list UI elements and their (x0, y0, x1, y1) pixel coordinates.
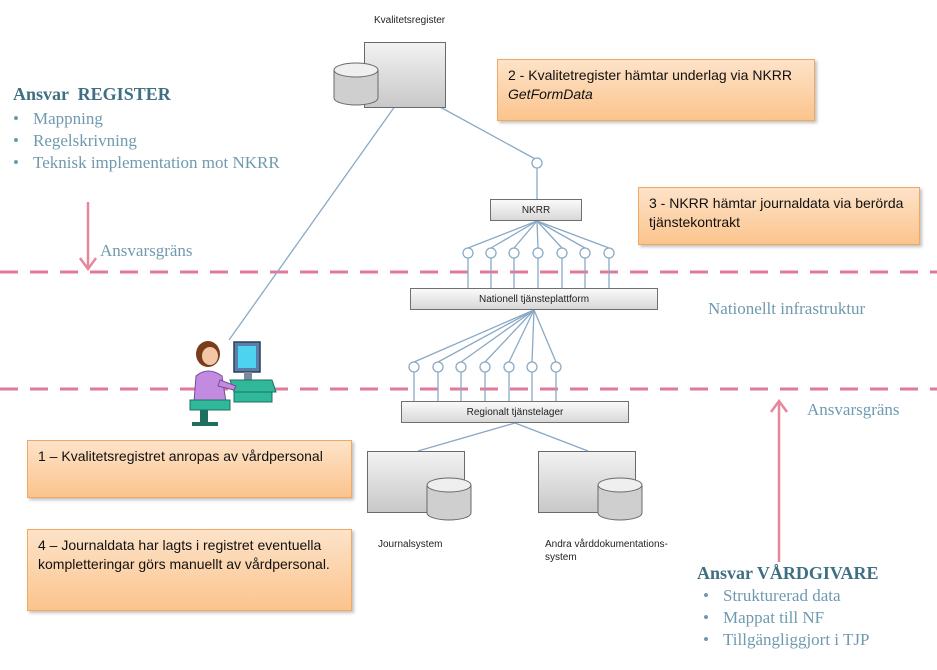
kvalitetsregister-label: Kvalitetsregister (374, 15, 446, 26)
connector-port (556, 247, 568, 259)
wire-nkrr-port (536, 220, 610, 249)
wire-nkrr-port (536, 220, 563, 249)
wire-rtl-journalsystem (417, 422, 516, 452)
wire-nkrr-port (536, 220, 539, 249)
wire-register-user (228, 91, 406, 341)
responsibility-boundaries (0, 270, 937, 391)
ansvarsgrans-bottom-label: Ansvarsgräns (807, 400, 900, 419)
arrow-down-register (78, 202, 98, 272)
connector-port (550, 361, 562, 373)
wire-ntp-port (533, 309, 557, 363)
register-list: •Mappning •Regelskrivning •Teknisk imple… (13, 108, 280, 174)
wire-ntp-port (437, 309, 535, 363)
callout-step-2-method: GetFormData (508, 86, 593, 102)
list-item: •Tillgängliggjort i TJP (703, 630, 870, 649)
connector-port (603, 247, 615, 259)
vardgivare-title: Ansvar VÅRDGIVARE (697, 563, 879, 583)
list-item: •Regelskrivning (13, 131, 137, 150)
list-item: •Mappat till NF (703, 608, 825, 627)
connector-port (532, 247, 544, 259)
register-title: Ansvar REGISTER (13, 84, 171, 104)
database-icon (333, 62, 379, 106)
connector-port (408, 361, 420, 373)
list-item: •Mappning (13, 109, 103, 128)
connector-port (526, 361, 538, 373)
wire-ntp-port (484, 309, 535, 363)
nationellt-infrastruktur-label: Nationellt infrastruktur (708, 299, 866, 318)
bullet-icon: • (703, 630, 709, 649)
wire-ntp-port (460, 309, 535, 363)
connector-port (579, 247, 591, 259)
list-item: •Teknisk implementation mot NKRR (13, 153, 280, 172)
callout-step-4-text: 4 – Journaldata har lagts i registret ev… (38, 537, 330, 572)
bullet-icon: • (703, 608, 709, 627)
callout-step-2: 2 - Kvalitetregister hämtar underlag via… (497, 59, 815, 121)
bullet-icon: • (13, 109, 19, 128)
boundary-arrows (78, 202, 789, 562)
register-responsibility: Ansvar REGISTER •Mappning •Regelskrivnin… (13, 84, 280, 174)
callout-step-3: 3 - NKRR hämtar journaldata via berörda … (638, 187, 920, 245)
wire-ntp-port (531, 309, 535, 363)
ntp-node: Nationell tjänsteplattform (410, 288, 658, 310)
journalsystem-label: Journalsystem (378, 539, 443, 550)
callout-step-2-text: 2 - Kvalitetregister hämtar underlag via… (508, 67, 793, 83)
healthcare-worker-icon (189, 341, 277, 426)
vardgivare-list: •Strukturerad data •Mappat till NF •Till… (703, 585, 879, 651)
connector-port (479, 361, 491, 373)
arrow-up-vardgivare (769, 398, 789, 562)
vardgivare-responsibility: Ansvar VÅRDGIVARE •Strukturerad data •Ma… (697, 563, 879, 651)
bullet-icon: • (703, 586, 709, 605)
callout-step-1: 1 – Kvalitetsregistret anropas av vårdpe… (27, 440, 352, 498)
callout-step-1-text: 1 – Kvalitetsregistret anropas av vårdpe… (38, 448, 323, 464)
wire-rtl-andra (514, 422, 589, 452)
database-icon (426, 477, 472, 521)
callout-step-3-text: 3 - NKRR hämtar journaldata via berörda … (649, 195, 904, 230)
bullet-icon: • (13, 153, 19, 172)
connector-port (432, 361, 444, 373)
callout-step-4: 4 – Journaldata har lagts i registret ev… (27, 529, 352, 611)
nkrr-node: NKRR (490, 199, 582, 221)
ansvarsgrans-top-label: Ansvarsgräns (100, 241, 193, 260)
bullet-icon: • (13, 131, 19, 150)
connector-port (503, 361, 515, 373)
rtl-node: Regionalt tjänstelager (401, 401, 629, 423)
database-icon (597, 477, 643, 521)
wire-ntp-port (413, 309, 535, 363)
connector-port (485, 247, 497, 259)
connector-port (508, 247, 520, 259)
wire-ntp-port (508, 309, 535, 363)
wire-nkrr-port (536, 220, 586, 249)
connector-port (462, 247, 474, 259)
wire-nkrr-port (490, 220, 538, 249)
wire-nkrr-port (513, 220, 538, 249)
list-item: •Strukturerad data (703, 586, 841, 605)
wire-nkrr-port (467, 220, 538, 249)
connector-port (531, 157, 543, 169)
andra-system-label: Andra vårddokumentations-system (545, 539, 668, 563)
connector-port (455, 361, 467, 373)
